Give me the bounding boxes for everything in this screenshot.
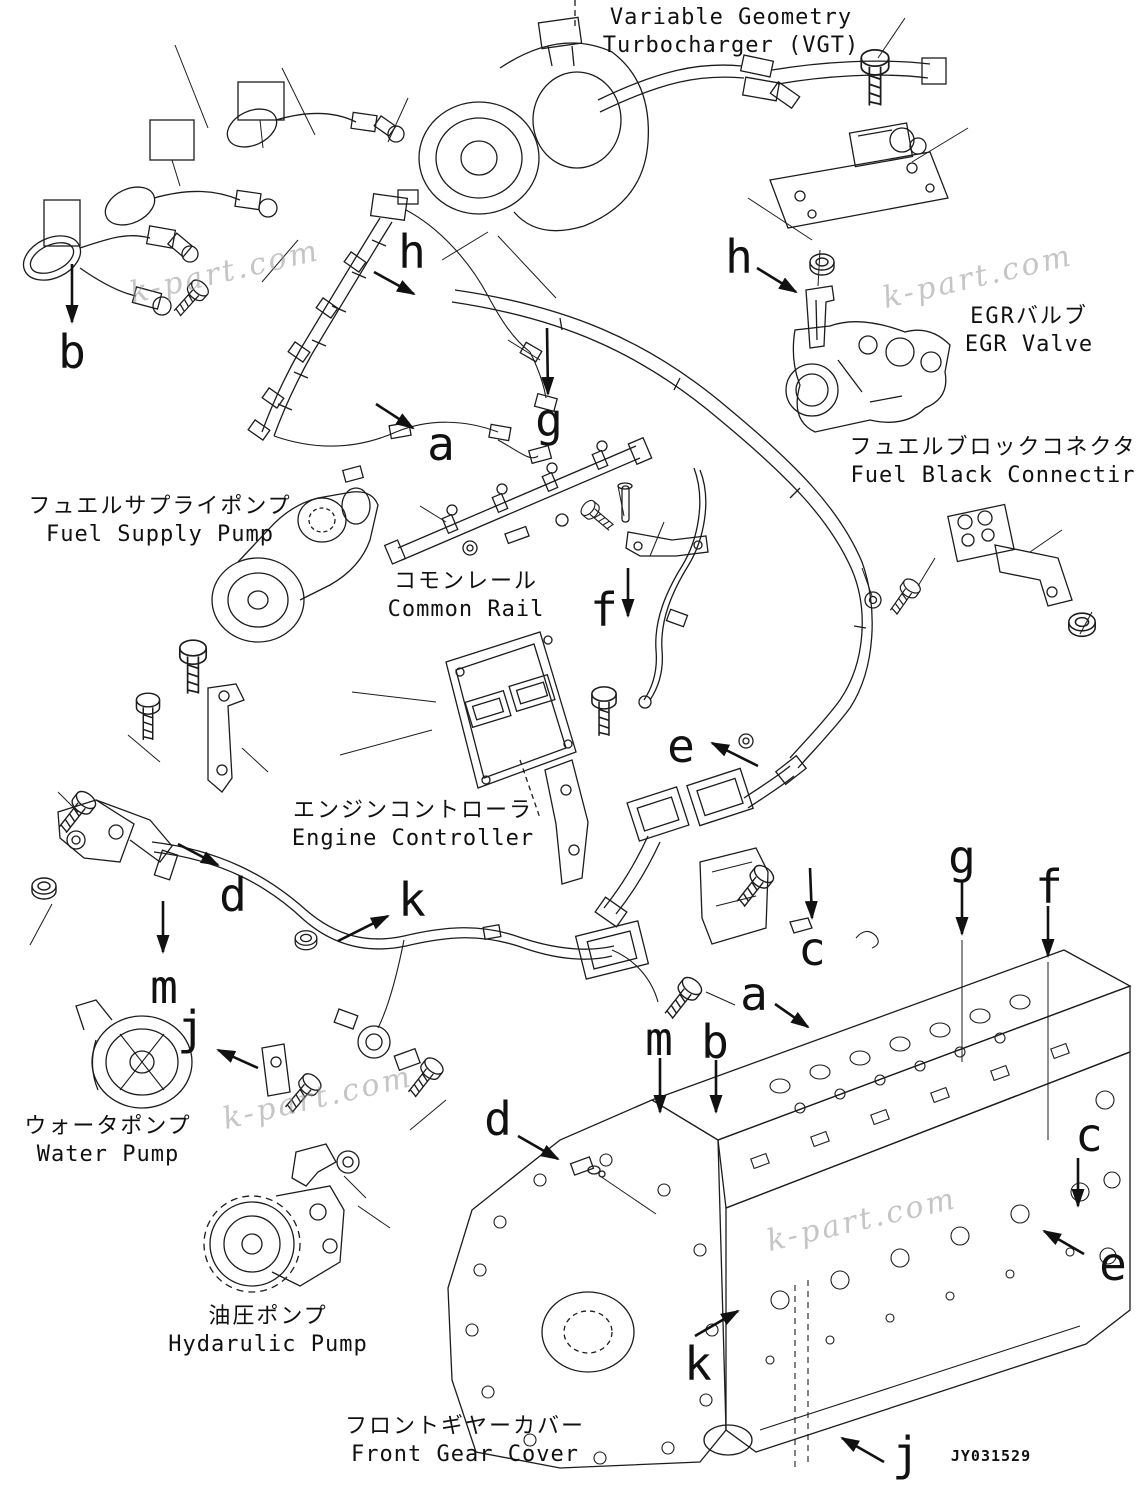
callout-j: j xyxy=(892,1427,920,1481)
callout-k: k xyxy=(398,873,426,927)
callout-m: m xyxy=(150,960,178,1014)
part-label-water-pump-jp-text: ウォータポンプ xyxy=(24,1114,192,1139)
callout-m: m xyxy=(645,1012,673,1066)
callout-f: f xyxy=(1035,860,1063,914)
callout-d: d xyxy=(484,1092,512,1146)
part-label-fuel-supply-pump-en-text: Fuel Supply Pump xyxy=(46,521,274,547)
part-label-turbocharger-en-text: Variable Geometry xyxy=(609,5,853,30)
callout-j: j xyxy=(177,1001,205,1055)
drawing-number: JY031529 xyxy=(950,1447,1032,1465)
part-label-egr-valve-jp-text: EGRバルブ xyxy=(970,304,1088,329)
part-label-front-gear-cover-en-text: Front Gear Cover xyxy=(351,1441,579,1467)
callout-a: a xyxy=(427,417,455,471)
callout-b: b xyxy=(701,1015,729,1069)
part-label-turbocharger-en-text: Turbocharger (VGT) xyxy=(602,32,860,58)
callout-k: k xyxy=(684,1337,712,1391)
part-label-fuel-block-connector-en-text: Fuel Black Connectir xyxy=(850,462,1136,488)
callout-g: g xyxy=(535,393,563,447)
callout-c: c xyxy=(798,922,826,976)
part-label-hydraulic-pump-jp-text: 油圧ポンプ xyxy=(208,1304,328,1329)
part-label-common-rail-jp-text: コモンレール xyxy=(393,569,539,594)
callout-h: h xyxy=(398,225,426,279)
part-label-front-gear-cover-jp-text: フロントギヤーカバー xyxy=(344,1414,586,1439)
callout-e: e xyxy=(667,719,695,773)
part-label-fuel-block-connector-jp-text: フュエルブロックコネクタ xyxy=(849,435,1137,460)
part-label-common-rail-en-text: Common Rail xyxy=(387,596,545,622)
part-label-hydraulic-pump-en-text: Hydarulic Pump xyxy=(168,1331,368,1357)
callout-e: e xyxy=(1099,1237,1127,1291)
callout-h: h xyxy=(725,230,753,284)
part-label-engine-controller-jp-text: エンジンコントローラ xyxy=(292,798,534,823)
callout-c: c xyxy=(1075,1108,1103,1162)
callout-f: f xyxy=(590,583,618,637)
part-label-engine-controller-en-text: Engine Controller xyxy=(291,825,535,851)
callout-b: b xyxy=(58,325,86,379)
part-label-egr-valve-en-text: EGR Valve xyxy=(964,331,1094,357)
callout-a: a xyxy=(740,967,768,1021)
callout-g: g xyxy=(948,830,976,884)
callout-d: d xyxy=(219,868,247,922)
part-label-water-pump-en-text: Water Pump xyxy=(36,1141,180,1167)
part-label-fuel-supply-pump-jp-text: フュエルサプライポンプ xyxy=(28,494,292,519)
